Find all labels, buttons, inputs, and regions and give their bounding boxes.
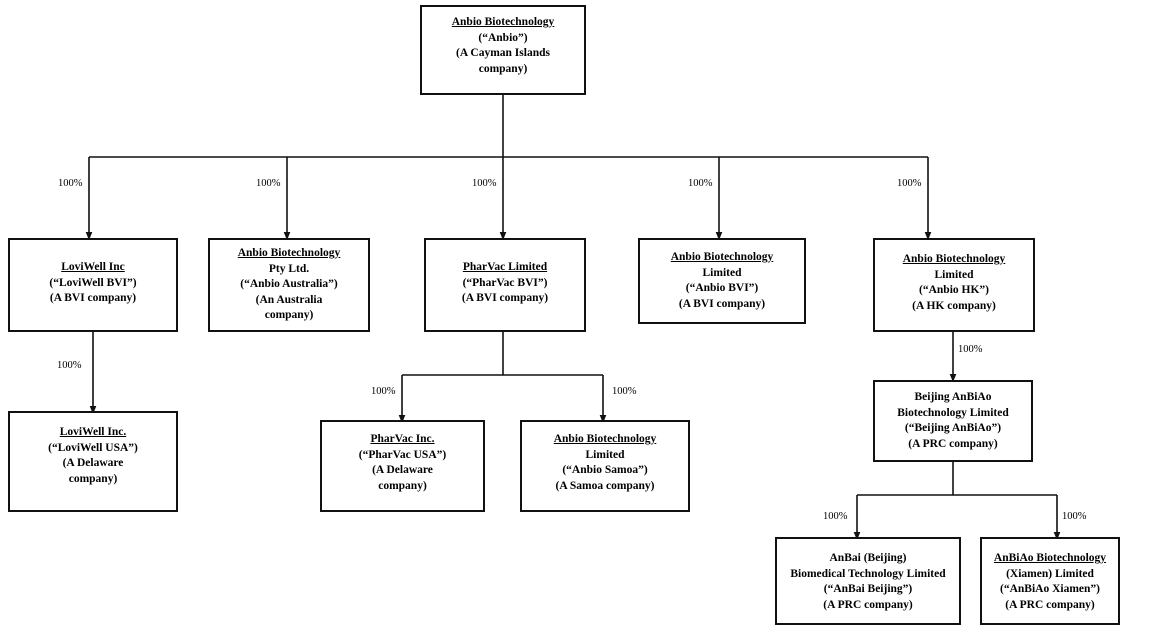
node-loviwell-usa[interactable]: LoviWell Inc. (“LoviWell USA”) (A Delawa…	[8, 411, 178, 512]
node-line: (“Anbio Samoa”)	[562, 464, 648, 476]
node-line: Pty Ltd.	[268, 262, 310, 275]
node-line: Biotechnology Limited	[897, 406, 1009, 419]
ownership-label-loviwell-usa: 100%	[57, 360, 82, 371]
node-line: PharVac Inc.	[370, 433, 435, 445]
node-line: (A PRC company)	[1005, 598, 1095, 611]
node-line: (A Delaware	[372, 464, 433, 476]
node-line: LoviWell Inc	[61, 261, 125, 273]
node-line: (“LoviWell USA”)	[48, 441, 138, 454]
node-pharvac-usa[interactable]: PharVac Inc. (“PharVac USA”) (A Delaware…	[320, 420, 485, 512]
node-line: (“Anbio Australia”)	[240, 278, 338, 290]
ownership-label-anbai-beijing: 100%	[823, 511, 848, 522]
node-line: (“AnBiAo Xiamen”)	[1000, 583, 1100, 595]
node-line: Limited	[585, 448, 625, 461]
node-pharvac-bvi[interactable]: PharVac Limited (“PharVac BVI”) (A BVI c…	[424, 238, 586, 332]
node-line: AnBiAo Biotechnology	[993, 552, 1107, 564]
node-line: (A BVI company)	[49, 292, 137, 304]
node-line: Anbio Biotechnology	[237, 247, 341, 259]
node-line: LoviWell Inc.	[59, 426, 127, 438]
node-line: Biomedical Technology Limited	[790, 567, 946, 580]
node-line: PharVac Limited	[462, 261, 548, 273]
node-line: (A Cayman Islands	[456, 47, 550, 59]
node-line: Anbio Biotechnology	[902, 253, 1006, 265]
ownership-label-pharvac-bvi: 100%	[472, 178, 497, 189]
node-line: Anbio Biotechnology	[553, 433, 657, 445]
ownership-label-pharvac-usa: 100%	[371, 386, 396, 397]
node-line: (A BVI company)	[678, 297, 766, 310]
node-line: (“Beijing AnBiAo”)	[904, 422, 1002, 434]
node-line: company)	[378, 479, 427, 492]
ownership-label-anbio-bvi: 100%	[688, 178, 713, 189]
node-line: Limited	[702, 266, 742, 279]
node-line: (An Australia	[255, 293, 323, 306]
ownership-label-beijing-anbiao: 100%	[958, 344, 983, 355]
node-anbio-hk[interactable]: Anbio Biotechnology Limited (“Anbio HK”)…	[873, 238, 1035, 332]
node-loviwell-bvi[interactable]: LoviWell Inc (“LoviWell BVI”) (A BVI com…	[8, 238, 178, 332]
node-beijing-anbiao[interactable]: Beijing AnBiAo Biotechnology Limited (“B…	[873, 380, 1033, 462]
node-line: (A PRC company)	[823, 598, 913, 611]
node-line: Anbio Biotechnology	[451, 16, 555, 28]
node-line: (“PharVac USA”)	[358, 448, 447, 461]
node-line: company)	[478, 62, 528, 75]
node-line: company)	[68, 472, 118, 485]
node-line: (“PharVac BVI”)	[462, 276, 548, 289]
node-line: (A Samoa company)	[555, 479, 655, 492]
node-line: Anbio Biotechnology	[670, 251, 774, 263]
node-line: (A HK company)	[912, 299, 996, 312]
node-line: (A Delaware	[62, 457, 124, 469]
node-line: Beijing AnBiAo	[914, 391, 992, 403]
ownership-label-anbio-samoa: 100%	[612, 386, 637, 397]
ownership-label-anbio-australia: 100%	[256, 178, 281, 189]
node-anbiao-xiamen[interactable]: AnBiAo Biotechnology (Xiamen) Limited (“…	[980, 537, 1120, 625]
node-line: (Xiamen) Limited	[1006, 567, 1094, 580]
node-anbio-cayman[interactable]: Anbio Biotechnology (“Anbio”) (A Cayman …	[420, 5, 586, 95]
ownership-label-anbio-hk: 100%	[897, 178, 922, 189]
node-anbio-samoa[interactable]: Anbio Biotechnology Limited (“Anbio Samo…	[520, 420, 690, 512]
node-line: (“Anbio HK”)	[919, 284, 989, 296]
node-line: (A PRC company)	[908, 437, 998, 450]
node-line: AnBai (Beijing)	[829, 552, 907, 564]
node-line: company)	[264, 309, 314, 321]
node-anbio-bvi[interactable]: Anbio Biotechnology Limited (“Anbio BVI”…	[638, 238, 806, 324]
node-anbai-beijing[interactable]: AnBai (Beijing) Biomedical Technology Li…	[775, 537, 961, 625]
node-line: (A BVI company)	[461, 292, 549, 304]
ownership-label-anbiao-xiamen: 100%	[1062, 511, 1087, 522]
node-line: Limited	[934, 268, 974, 281]
node-line: (“Anbio BVI”)	[685, 282, 759, 294]
node-line: (“AnBai Beijing”)	[823, 583, 913, 595]
ownership-label-loviwell-bvi: 100%	[58, 178, 83, 189]
node-anbio-australia[interactable]: Anbio Biotechnology Pty Ltd. (“Anbio Aus…	[208, 238, 370, 332]
node-line: (“Anbio”)	[478, 31, 528, 44]
node-line: (“LoviWell BVI”)	[49, 276, 137, 289]
